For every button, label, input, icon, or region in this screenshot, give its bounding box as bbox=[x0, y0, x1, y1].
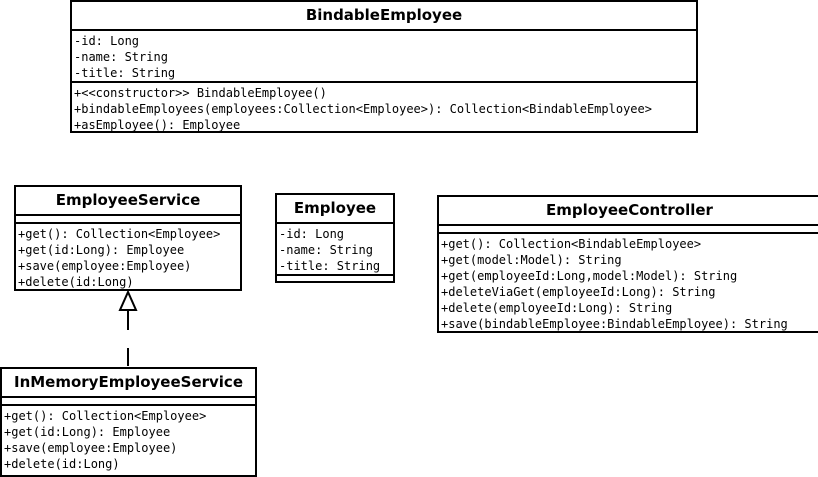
hollow-triangle-arrowhead-icon bbox=[118, 289, 138, 311]
class-name: BindableEmployee bbox=[72, 2, 696, 31]
attribute-list bbox=[16, 216, 240, 224]
operation-line: +delete(id:Long) bbox=[4, 457, 120, 471]
class-employee-controller[interactable]: EmployeeController +get(): Collection<Bi… bbox=[437, 195, 818, 333]
class-bindable-employee[interactable]: BindableEmployee -id: Long-name: String-… bbox=[70, 0, 698, 133]
attribute-line: -name: String bbox=[279, 243, 373, 257]
attribute-list bbox=[439, 226, 818, 234]
operation-line: +get(id:Long): Employee bbox=[4, 425, 171, 439]
operation-list: +<<constructor>> BindableEmployee() +bind… bbox=[72, 83, 696, 132]
attribute-line: -title: String bbox=[74, 66, 176, 80]
operation-line: +<<constructor>> BindableEmployee() bbox=[74, 86, 327, 100]
class-name: InMemoryEmployeeService bbox=[2, 369, 255, 398]
operation-line: +get(employeeId:Long,model:Model): Strin… bbox=[441, 269, 738, 283]
attribute-list: -id: Long -name: String -title: String bbox=[72, 31, 696, 83]
operation-list: +get(): Collection<Employee> +get(id:Long… bbox=[16, 224, 240, 289]
operation-line: +bindableEmployees(employees:Collection<… bbox=[74, 102, 652, 116]
operation-line: +get(): Collection<BindableEmployee> bbox=[441, 237, 702, 251]
operation-line: +deleteViaGet(employeeId:Long): String bbox=[441, 285, 716, 299]
operation-line: +save(employee:Employee) bbox=[4, 441, 178, 455]
class-in-memory-employee-service[interactable]: InMemoryEmployeeService +get(): Collecti… bbox=[0, 367, 257, 477]
operation-line: +get(id:Long): Employee bbox=[18, 243, 185, 257]
operation-line: +asEmployee(): Employee bbox=[74, 118, 241, 132]
operation-line: +delete(employeeId:Long): String bbox=[441, 301, 673, 315]
attribute-line: -id: Long bbox=[279, 227, 345, 241]
operation-list: +get(): Collection<BindableEmployee> +get… bbox=[439, 234, 818, 331]
attribute-list: -id: Long -name: String -title: String bbox=[277, 224, 393, 276]
operation-line: +delete(id:Long) bbox=[18, 275, 134, 289]
class-name: EmployeeService bbox=[16, 187, 240, 216]
attribute-line: -title: String bbox=[279, 259, 381, 273]
class-name: EmployeeController bbox=[439, 197, 818, 226]
attribute-line: -name: String bbox=[74, 50, 168, 64]
realization-arrow[interactable] bbox=[118, 289, 138, 366]
attribute-line: -id: Long bbox=[74, 34, 140, 48]
operation-line: +get(model:Model): String bbox=[441, 253, 622, 267]
operation-line: +get(): Collection<Employee> bbox=[4, 409, 207, 423]
class-employee-service[interactable]: EmployeeService +get(): Collection<Emplo… bbox=[14, 185, 242, 291]
operation-line: +save(bindableEmployee:BindableEmployee)… bbox=[441, 317, 788, 331]
operation-line: +save(employee:Employee) bbox=[18, 259, 192, 273]
operation-line: +get(): Collection<Employee> bbox=[18, 227, 221, 241]
attribute-list bbox=[2, 398, 255, 406]
operation-list: +get(): Collection<Employee> +get(id:Long… bbox=[2, 406, 255, 472]
class-name: Employee bbox=[277, 195, 393, 224]
class-employee[interactable]: Employee -id: Long -name: String -title: S… bbox=[275, 193, 395, 283]
